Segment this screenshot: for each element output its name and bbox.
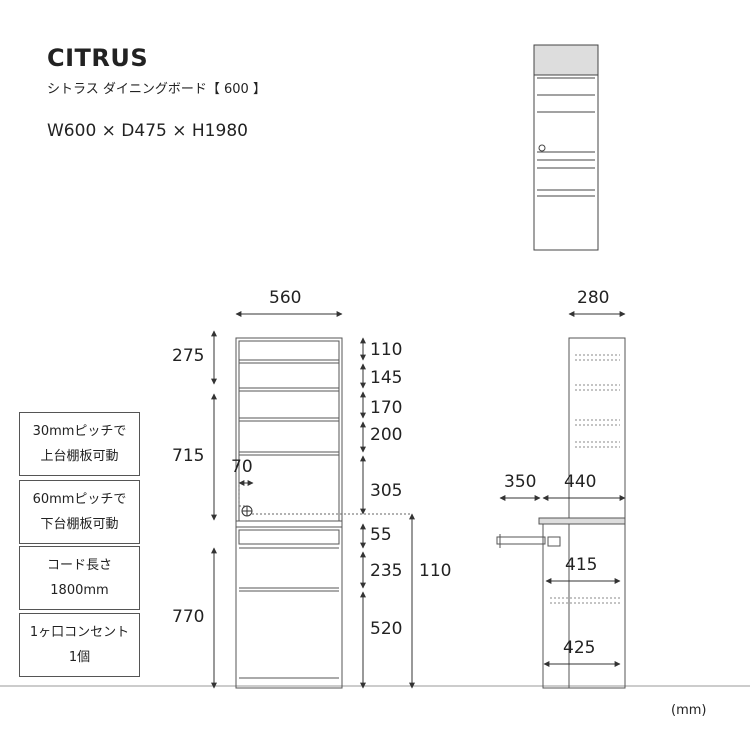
- side-view-cabinet: [496, 337, 626, 689]
- unit-label: (mm): [671, 703, 707, 718]
- note-upper-shelf: 30mmピッチで上台棚板可動: [19, 412, 140, 476]
- left-dim-upper: 275: [172, 346, 205, 366]
- right-dim-3: 170: [370, 398, 403, 418]
- front-width-label: 560: [269, 288, 302, 308]
- right-dim-8: 520: [370, 619, 403, 639]
- inner-depth-lower-label: 425: [563, 638, 596, 658]
- upper-depth-label: 440: [564, 472, 597, 492]
- right-dim-1: 110: [370, 340, 403, 360]
- product-title: CITRUS: [47, 44, 149, 72]
- outlet-icon: [538, 144, 546, 152]
- right-dim-6: 55: [370, 525, 392, 545]
- side-depth-label: 280: [577, 288, 610, 308]
- left-dim-middle: 715: [172, 446, 205, 466]
- front-view-cabinet: [235, 337, 343, 689]
- overall-dimensions: W600 × D475 × H1980: [47, 121, 248, 141]
- right-dim-4: 200: [370, 425, 403, 445]
- product-subtitle: シトラス ダイニングボード【 600 】: [47, 82, 266, 97]
- thumbnail-cabinet: [533, 44, 599, 251]
- lower-total-dim: 110: [419, 561, 452, 581]
- left-dim-lower: 770: [172, 607, 205, 627]
- note-lower-shelf: 60mmピッチで下台棚板可動: [19, 480, 140, 544]
- right-dim-5: 305: [370, 481, 403, 501]
- right-dim-2: 145: [370, 368, 403, 388]
- inner-depth-upper-label: 415: [565, 555, 598, 575]
- outlet-offset-dim: 70: [231, 457, 253, 477]
- pullout-extension-label: 350: [504, 472, 537, 492]
- right-dim-7: 235: [370, 561, 403, 581]
